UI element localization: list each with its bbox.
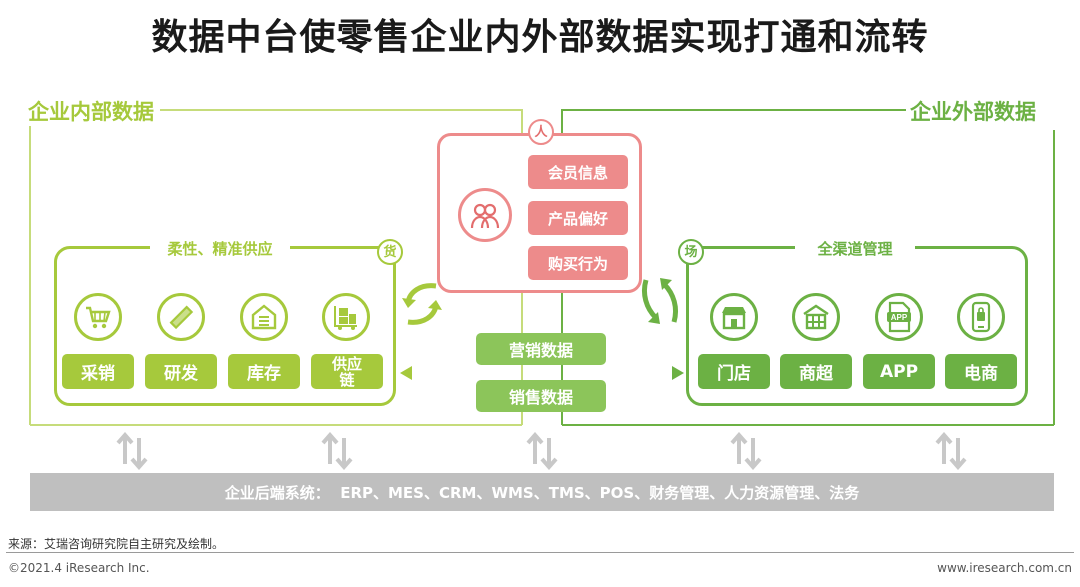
warehouse-icon <box>240 293 288 341</box>
sync-arrows-right-icon <box>641 278 679 324</box>
backend-arrow-2-icon <box>321 432 353 470</box>
supermarket-button: 商超 <box>780 354 852 389</box>
purchase-sales-button: 采销 <box>62 354 134 389</box>
source-note: 来源：艾瑞咨询研究院自主研究及绘制。 <box>8 537 225 551</box>
page-title: 数据中台使零售企业内外部数据实现打通和流转 <box>151 17 929 58</box>
backend-arrow-1-icon <box>116 432 148 470</box>
backend-arrow-4-icon <box>730 432 762 470</box>
external-data-label: 企业外部数据 <box>906 96 1040 126</box>
purchase-behavior-button: 购买行为 <box>528 246 628 280</box>
supermarket-icon <box>792 293 840 341</box>
product-preference-button: 产品偏好 <box>528 201 628 235</box>
people-badge: 人 <box>528 119 554 145</box>
backend-arrow-3-icon <box>526 432 558 470</box>
goods-badge: 货 <box>377 239 403 265</box>
pencil-ruler-icon <box>157 293 205 341</box>
rd-button: 研发 <box>145 354 217 389</box>
inventory-button: 库存 <box>228 354 300 389</box>
double-arrow-icon <box>400 366 684 380</box>
sync-arrows-left-icon <box>402 283 442 325</box>
omnichannel-group-title: 全渠道管理 <box>795 238 915 259</box>
svg-text:APP: APP <box>891 313 908 322</box>
users-icon <box>458 188 512 242</box>
store-icon <box>710 293 758 341</box>
internal-data-label: 企业内部数据 <box>24 96 158 126</box>
supply-cart-icon <box>322 293 370 341</box>
backend-systems-bar: 企业后端系统： ERP、MES、CRM、WMS、TMS、POS、财务管理、人力资… <box>30 473 1054 511</box>
ecommerce-button: 电商 <box>945 354 1017 389</box>
app-button: APP <box>863 354 935 389</box>
footer-divider <box>6 552 1074 553</box>
website: www.iresearch.com.cn <box>937 561 1072 575</box>
supply-group-title: 柔性、精准供应 <box>150 238 290 259</box>
shopping-cart-icon <box>74 293 122 341</box>
sales-data-button: 销售数据 <box>476 380 606 412</box>
store-button: 门店 <box>698 354 770 389</box>
marketing-data-button: 营销数据 <box>476 333 606 365</box>
supply-chain-button: 供应链 <box>311 354 383 389</box>
app-file-icon: APP <box>875 293 923 341</box>
backend-arrow-5-icon <box>935 432 967 470</box>
venue-badge: 场 <box>678 239 704 265</box>
mobile-shop-icon <box>957 293 1005 341</box>
copyright: ©2021.4 iResearch Inc. <box>8 561 150 575</box>
member-info-button: 会员信息 <box>528 155 628 189</box>
